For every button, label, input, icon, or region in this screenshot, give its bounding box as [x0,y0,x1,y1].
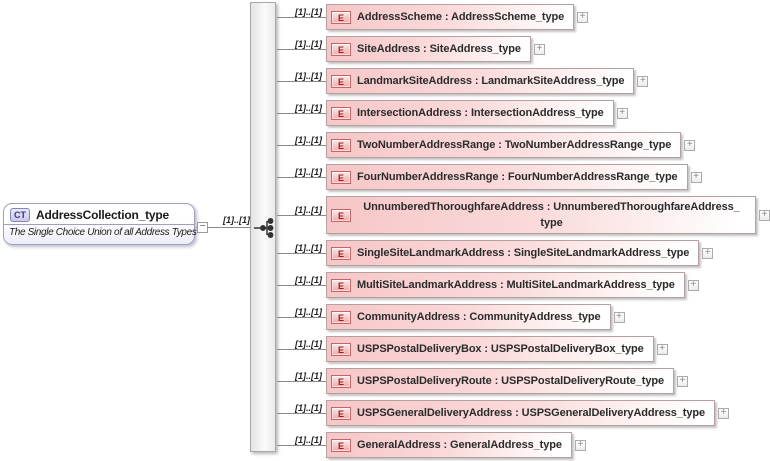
element-box-uspsgeneraldeliveryaddress[interactable]: E USPSGeneralDeliveryAddress : USPSGener… [326,400,715,426]
element-row: [1]..[1] E LandmarkSiteAddress : Landmar… [277,68,770,94]
element-label: FourNumberAddressRange : FourNumberAddre… [357,171,678,183]
element-row: [1]..[1] E IntersectionAddress : Interse… [277,100,770,126]
element-label: UnnumberedThoroughfareAddress : Unnumber… [363,201,740,229]
expand-button[interactable]: + [759,209,770,221]
element-box-generaladdress[interactable]: E GeneralAddress : GeneralAddress_type [326,432,572,458]
element-label: GeneralAddress : GeneralAddress_type [357,439,562,451]
element-box-uspspostaldeliveryroute[interactable]: E USPSPostalDeliveryRoute : USPSPostalDe… [326,368,674,394]
expand-button[interactable]: + [613,311,625,323]
expand-button[interactable]: + [676,375,688,387]
element-icon: E [331,208,351,222]
root-connector-line [196,227,257,228]
root-occurrence-label: [1]..[1] [223,215,250,225]
element-icon: E [331,74,351,88]
element-label: LandmarkSiteAddress : LandmarkSiteAddres… [357,75,625,87]
choice-compositor-icon [254,218,274,238]
expand-button[interactable]: + [684,139,696,151]
occurrence-label: [1]..[1] [295,167,322,177]
expand-button[interactable]: + [616,107,628,119]
expand-button[interactable]: + [533,43,545,55]
occurrence-label: [1]..[1] [295,103,322,113]
complex-type-box[interactable]: CT AddressCollection_type The Single Cho… [3,203,197,245]
element-box-multisitelandmarkaddress[interactable]: E MultiSiteLandmarkAddress : MultiSiteLa… [326,272,685,298]
occurrence-label: [1]..[1] [295,243,322,253]
element-box-unnumberedthoroughfareaddress[interactable]: E UnnumberedThoroughfareAddress : Unnumb… [326,196,756,234]
element-box-fournumberaddressrange[interactable]: E FourNumberAddressRange : FourNumberAdd… [326,164,688,190]
element-box-twonumberaddressrange[interactable]: E TwoNumberAddressRange : TwoNumberAddre… [326,132,682,158]
occurrence-label: [1]..[1] [295,7,322,17]
element-icon: E [331,342,351,356]
expand-button[interactable]: + [690,171,702,183]
element-label: SingleSiteLandmarkAddress : SingleSiteLa… [357,247,690,259]
element-row: [1]..[1] E FourNumberAddressRange : Four… [277,164,770,190]
occurrence-label: [1]..[1] [295,339,322,349]
element-icon: E [331,10,351,24]
element-icon: E [331,406,351,420]
element-row: [1]..[1] E AddressScheme : AddressScheme… [277,4,770,30]
element-row: [1]..[1] E USPSPostalDeliveryBox : USPSP… [277,336,770,362]
occurrence-label: [1]..[1] [295,39,322,49]
occurrence-label: [1]..[1] [295,205,322,215]
element-list: [1]..[1] E AddressScheme : AddressScheme… [250,4,770,461]
element-label: SiteAddress : SiteAddress_type [357,43,521,55]
element-row: [1]..[1] E TwoNumberAddressRange : TwoNu… [277,132,770,158]
element-row: [1]..[1] E UnnumberedThoroughfareAddress… [277,196,770,234]
expand-button[interactable]: + [687,279,699,291]
element-row: [1]..[1] E USPSGeneralDeliveryAddress : … [277,400,770,426]
complex-type-header: CT AddressCollection_type [4,204,194,224]
element-label: MultiSiteLandmarkAddress : MultiSiteLand… [357,279,675,291]
element-icon: E [331,374,351,388]
element-label: IntersectionAddress : IntersectionAddres… [357,107,604,119]
occurrence-label: [1]..[1] [295,71,322,81]
element-box-addressscheme[interactable]: E AddressScheme : AddressScheme_type [326,4,575,30]
complex-type-title: AddressCollection_type [36,208,169,222]
expand-button[interactable]: + [577,11,589,23]
element-label: USPSGeneralDeliveryAddress : USPSGeneral… [357,407,705,419]
element-row: [1]..[1] E MultiSiteLandmarkAddress : Mu… [277,272,770,298]
occurrence-label: [1]..[1] [295,403,322,413]
element-row: [1]..[1] E SingleSiteLandmarkAddress : S… [277,240,770,266]
element-box-siteaddress[interactable]: E SiteAddress : SiteAddress_type [326,36,531,62]
element-row: [1]..[1] E GeneralAddress : GeneralAddre… [277,432,770,458]
element-row: [1]..[1] E SiteAddress : SiteAddress_typ… [277,36,770,62]
element-icon: E [331,278,351,292]
element-label: TwoNumberAddressRange : TwoNumberAddress… [357,139,672,151]
occurrence-label: [1]..[1] [295,371,322,381]
element-icon: E [331,42,351,56]
element-row: [1]..[1] E USPSPostalDeliveryRoute : USP… [277,368,770,394]
element-icon: E [331,246,351,260]
element-box-landmarksiteaddress[interactable]: E LandmarkSiteAddress : LandmarkSiteAddr… [326,68,635,94]
element-icon: E [331,310,351,324]
complex-type-icon: CT [10,208,30,222]
occurrence-label: [1]..[1] [295,275,322,285]
element-box-communityaddress[interactable]: E CommunityAddress : CommunityAddress_ty… [326,304,611,330]
element-icon: E [331,138,351,152]
annotation-text: The Single Choice Union of all Address T… [4,224,197,238]
element-row: [1]..[1] E CommunityAddress : CommunityA… [277,304,770,330]
element-label: USPSPostalDeliveryBox : USPSPostalDelive… [357,343,644,355]
expand-button[interactable]: + [656,343,668,355]
element-icon: E [331,438,351,452]
expand-button[interactable]: + [637,75,649,87]
occurrence-label: [1]..[1] [295,307,322,317]
element-label: AddressScheme : AddressScheme_type [357,11,565,23]
element-box-singlesitelandmarkaddress[interactable]: E SingleSiteLandmarkAddress : SingleSite… [326,240,700,266]
collapse-button[interactable]: − [197,222,208,233]
element-label: USPSPostalDeliveryRoute : USPSPostalDeli… [357,375,664,387]
element-label: CommunityAddress : CommunityAddress_type [357,311,601,323]
expand-button[interactable]: + [574,439,586,451]
occurrence-label: [1]..[1] [295,135,322,145]
occurrence-label: [1]..[1] [295,435,322,445]
element-icon: E [331,170,351,184]
expand-button[interactable]: + [702,247,714,259]
element-box-intersectionaddress[interactable]: E IntersectionAddress : IntersectionAddr… [326,100,614,126]
expand-button[interactable]: + [718,407,729,419]
element-box-uspspostaldeliverybox[interactable]: E USPSPostalDeliveryBox : USPSPostalDeli… [326,336,654,362]
element-icon: E [331,106,351,120]
